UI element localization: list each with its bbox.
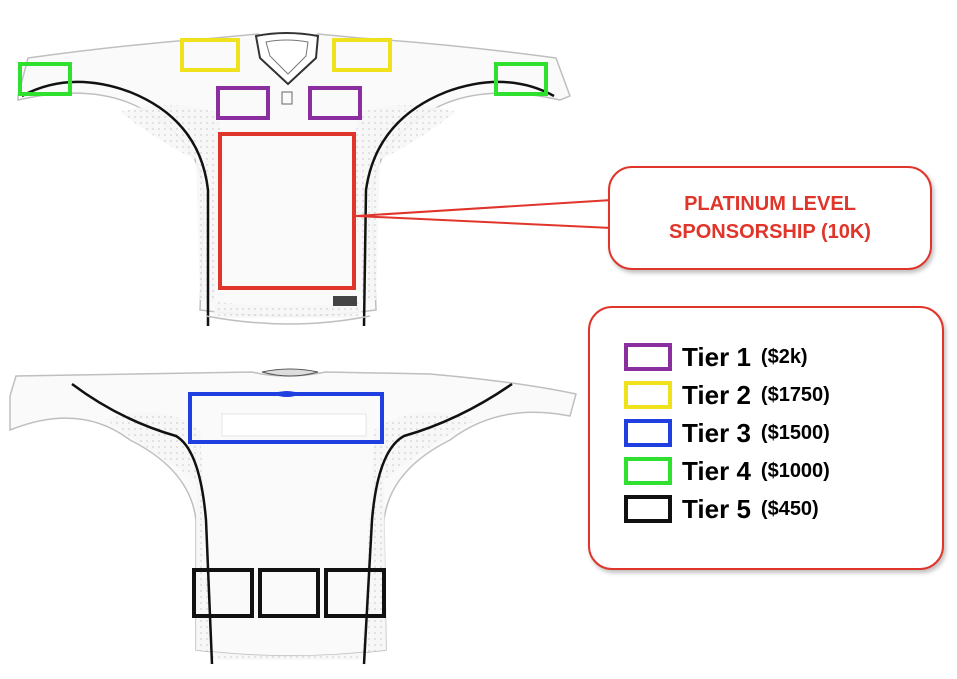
front-mesh-panel <box>120 105 456 318</box>
tier3-nameplate-box <box>188 392 384 444</box>
tier2-name: Tier 2 <box>682 379 751 410</box>
tier3-name: Tier 3 <box>682 417 751 448</box>
tier5-swatch <box>624 495 672 523</box>
tier2-left-shoulder-box <box>180 38 240 72</box>
tier4-name: Tier 4 <box>682 455 751 486</box>
tier1-price: ($2k) <box>760 345 808 368</box>
front-tag <box>333 296 357 306</box>
tier4-left-sleeve-box <box>18 62 72 96</box>
front-jersey <box>17 32 571 327</box>
legend-row-tier1: Tier 1 ($2k) <box>624 338 830 376</box>
tier1-left-chest-box <box>216 86 270 120</box>
tier4-right-sleeve-box <box>494 62 548 96</box>
tier1-name: Tier 1 <box>682 341 751 372</box>
legend-row-tier3: Tier 3 ($1500) <box>624 414 830 452</box>
tier4-swatch <box>624 457 672 485</box>
tier1-swatch <box>624 343 672 371</box>
front-left-seam <box>21 80 210 326</box>
front-collar-inner <box>265 39 309 75</box>
tier2-right-shoulder-box <box>332 38 392 72</box>
back-jersey <box>9 368 577 665</box>
tier5-name: Tier 5 <box>682 493 751 524</box>
legend-row-tier5: Tier 5 ($450) <box>624 490 830 528</box>
back-right-seam <box>362 382 513 665</box>
tier3-swatch <box>624 419 672 447</box>
tier-legend: Tier 1 ($2k) Tier 2 ($1750) Tier 3 ($150… <box>588 306 944 570</box>
tier2-swatch <box>624 381 672 409</box>
tier5-box-1 <box>192 568 254 618</box>
tier5-box-3 <box>324 568 386 618</box>
platinum-callout-text: PLATINUM LEVEL SPONSORSHIP (10K) <box>669 193 871 243</box>
front-right-seam <box>362 80 555 327</box>
front-collar <box>254 32 320 86</box>
nhl-logo-icon <box>281 91 293 105</box>
legend-row-tier4: Tier 4 ($1000) <box>624 452 830 490</box>
tier3-price: ($1500) <box>760 421 830 444</box>
nameplate-area <box>221 413 367 437</box>
platinum-front-box <box>218 132 356 290</box>
callout-pointer <box>355 199 613 229</box>
tier2-price: ($1750) <box>760 383 830 406</box>
back-sponsor-boxes <box>188 392 386 618</box>
tier-legend-list: Tier 1 ($2k) Tier 2 ($1750) Tier 3 ($150… <box>624 338 830 528</box>
back-left-seam <box>71 382 214 665</box>
front-sponsor-boxes <box>18 38 613 290</box>
tier4-price: ($1000) <box>760 459 830 482</box>
platinum-callout: PLATINUM LEVEL SPONSORSHIP (10K) <box>608 166 932 270</box>
tier1-right-chest-box <box>308 86 362 120</box>
front-hem <box>205 315 371 325</box>
tier5-box-2 <box>258 568 320 618</box>
back-collar <box>261 368 319 377</box>
tier5-price: ($450) <box>760 497 819 520</box>
legend-row-tier2: Tier 2 ($1750) <box>624 376 830 414</box>
